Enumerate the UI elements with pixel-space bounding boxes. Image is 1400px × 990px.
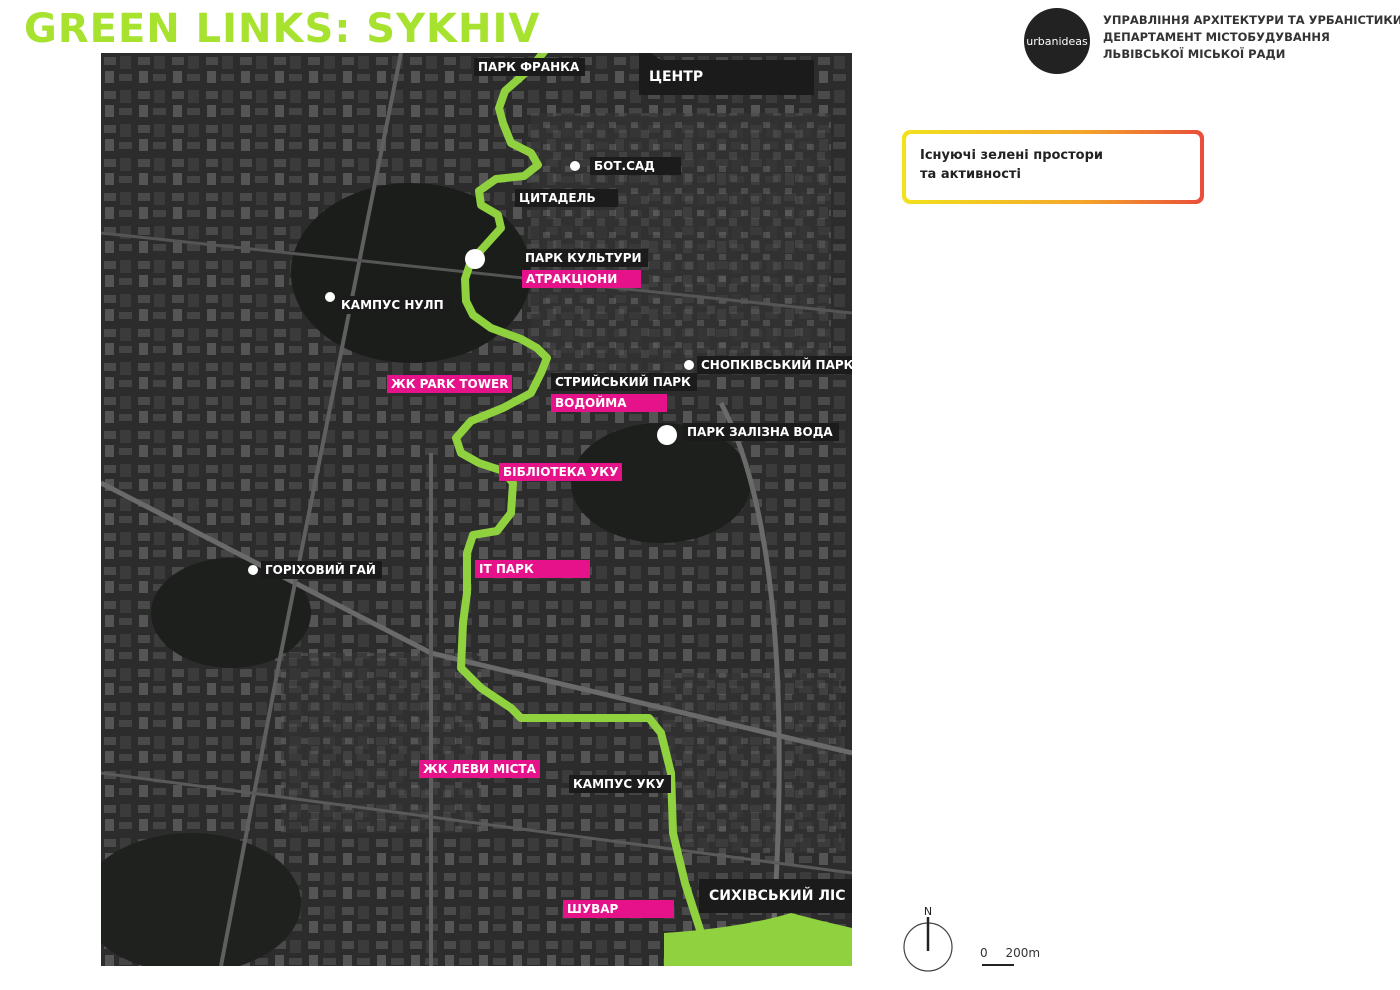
label-it-park: IT ПАРК — [475, 560, 590, 578]
label-horikhovyi-hai: ГОРІХОВИЙ ГАЙ — [261, 561, 382, 579]
label-kampus-uku: КАМПУС УКУ — [569, 775, 671, 793]
green-route-line — [452, 53, 705, 937]
sykhiv-forest-area — [664, 913, 852, 966]
label-stryiskyi: СТРИЙСЬКИЙ ПАРК — [551, 373, 697, 391]
label-snopkivskyi: СНОПКІВСЬКИЙ ПАРК — [697, 356, 852, 374]
scale-distance: 200m — [1005, 946, 1041, 960]
label-zhk-park-tower: ЖК PARK TOWER — [387, 375, 513, 393]
center-flag — [639, 53, 814, 95]
legend-line-1: Існуючі зелені простори — [920, 148, 1104, 163]
label-bot-sad: БОТ.САД — [590, 157, 681, 175]
label-kampus-nulp: КАМПУС НУЛП — [337, 296, 450, 314]
sykhiv-forest-flag — [699, 879, 852, 913]
urbanideas-logo: urbanideas — [1024, 8, 1090, 74]
label-zalizna-voda: ПАРК ЗАЛІЗНА ВОДА — [683, 423, 839, 441]
scale-zero: 0 — [980, 946, 988, 960]
map-background — [101, 53, 852, 966]
marker-bot-sad — [570, 161, 580, 171]
satellite-map[interactable]: ПАРК ФРАНКА ЦЕНТР БОТ.САД ЦИТАДЕЛЬ ПАРК … — [101, 53, 852, 966]
label-biblioteka-uku: БІБЛІОТЕКА УКУ — [499, 463, 623, 481]
label-vodoima: ВОДОЙМА — [551, 394, 667, 412]
marker-snopkivskyi — [684, 360, 694, 370]
marker-park-kultury — [465, 249, 485, 269]
compass-icon: N — [903, 905, 953, 972]
label-citadel: ЦИТАДЕЛЬ — [515, 189, 618, 207]
compass-north-label: N — [924, 905, 932, 918]
label-zhk-levy: ЖК ЛЕВИ МІСТА — [419, 760, 540, 778]
organization-block: УПРАВЛІННЯ АРХІТЕКТУРИ ТА УРБАНІСТИКИ ДЕ… — [1103, 12, 1400, 63]
org-line-2: ДЕПАРТАМЕНТ МІСТОБУДУВАННЯ — [1103, 30, 1330, 44]
marker-kampus-nulp — [325, 292, 335, 302]
label-center: ЦЕНТР — [649, 69, 704, 85]
page-title: GREEN LINKS: SYKHIV — [24, 6, 541, 52]
label-sykhivskyi-lis: СИХІВСЬКИЙ ЛІС — [709, 888, 846, 904]
scale-text: 0 200m — [980, 946, 1040, 960]
org-line-1: УПРАВЛІННЯ АРХІТЕКТУРИ ТА УРБАНІСТИКИ — [1103, 13, 1400, 27]
label-atrakcioni: АТРАКЦІОНИ — [522, 270, 642, 288]
label-shuvar: ШУВАР — [563, 900, 675, 918]
legend-line-2: та активності — [920, 167, 1021, 182]
marker-zalizna-voda — [657, 425, 677, 445]
org-line-3: ЛЬВІВСЬКОЇ МІСЬКОЇ РАДИ — [1103, 47, 1286, 61]
marker-horikhovyi-hai — [248, 565, 258, 575]
label-park-franka: ПАРК ФРАНКА — [474, 58, 586, 76]
scale-bar — [982, 964, 1014, 966]
legend-box: Існуючі зелені простори та активності — [902, 130, 1204, 204]
label-park-kultury: ПАРК КУЛЬТУРИ — [521, 249, 648, 267]
